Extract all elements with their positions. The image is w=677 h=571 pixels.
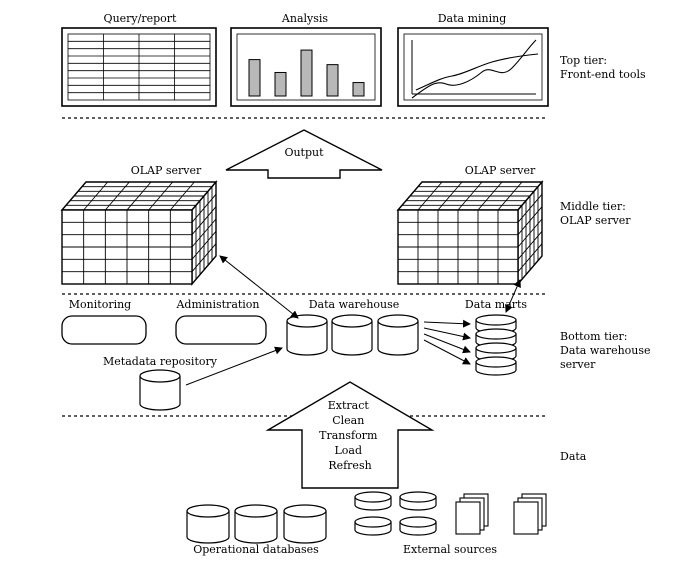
cylinder-top bbox=[331, 314, 373, 328]
top-tier-label: Top tier: Front-end tools bbox=[560, 54, 646, 81]
cylinder-body bbox=[234, 511, 278, 544]
data-warehouse-label: Data warehouse bbox=[309, 298, 400, 311]
operational-database-cylinder bbox=[234, 504, 278, 544]
olap-cube-right bbox=[396, 180, 544, 286]
cylinder-top bbox=[475, 314, 517, 326]
monitoring-box bbox=[61, 315, 147, 345]
metadata-repository-cylinder bbox=[139, 369, 181, 411]
cylinder-top bbox=[234, 504, 278, 518]
data-mining-curve-2 bbox=[415, 53, 539, 91]
metadata-cylinder bbox=[139, 369, 181, 411]
cylinder-top bbox=[475, 328, 517, 340]
operational-databases-cylinders bbox=[186, 504, 327, 544]
external-document-stack-2 bbox=[513, 493, 547, 535]
cylinder-body bbox=[139, 376, 181, 411]
analysis-label: Analysis bbox=[281, 12, 328, 25]
cylinder-top bbox=[139, 369, 181, 383]
data-marts-cylinders bbox=[475, 314, 517, 376]
external-source-cylinder bbox=[399, 491, 437, 511]
external-source-cylinder bbox=[354, 516, 392, 536]
warehouse-mart-arrow-3 bbox=[423, 333, 471, 354]
cylinder-top bbox=[377, 314, 419, 328]
query-report-table-grid bbox=[68, 34, 210, 100]
mart-olap-arrow bbox=[505, 279, 521, 313]
administration-box bbox=[175, 315, 267, 345]
etl-step-transform: Transform bbox=[319, 429, 378, 442]
data-warehouse-cylinder bbox=[286, 314, 328, 356]
analysis-bar-chart bbox=[248, 49, 365, 97]
data-warehouse-cylinders bbox=[286, 314, 419, 356]
bottom-tier-label: Bottom tier: Data warehouse server bbox=[560, 330, 654, 371]
cylinder-top bbox=[475, 342, 517, 354]
data-marts-label: Data marts bbox=[465, 298, 528, 311]
cylinder-top bbox=[283, 504, 327, 518]
cylinder-top bbox=[399, 516, 437, 528]
data-mining-label: Data mining bbox=[438, 12, 507, 25]
data-warehouse-cylinder bbox=[331, 314, 373, 356]
etl-step-extract: Extract bbox=[328, 399, 370, 412]
analysis-panel bbox=[230, 27, 382, 107]
data-tier-label: Data bbox=[560, 450, 587, 463]
middle-tier-label: Middle tier: OLAP server bbox=[560, 200, 631, 227]
data-mining-curve bbox=[411, 39, 537, 99]
external-document-stack-1 bbox=[455, 493, 489, 535]
analysis-bar bbox=[326, 64, 339, 97]
output-label: Output bbox=[284, 146, 324, 159]
monitoring-label: Monitoring bbox=[69, 298, 131, 311]
olap-server-left-label: OLAP server bbox=[131, 164, 202, 177]
external-sources-label: External sources bbox=[403, 543, 497, 556]
external-source-cylinder bbox=[354, 491, 392, 511]
etl-step-refresh: Refresh bbox=[328, 459, 371, 472]
cylinder-body bbox=[286, 321, 328, 356]
cylinder-body bbox=[186, 511, 230, 544]
olap-warehouse-arrow bbox=[219, 255, 299, 319]
cylinder-body bbox=[331, 321, 373, 356]
analysis-bar bbox=[274, 71, 287, 97]
cylinder-top bbox=[475, 356, 517, 368]
cylinder-body bbox=[377, 321, 419, 356]
data-mining-panel bbox=[397, 27, 549, 107]
etl-step-load: Load bbox=[334, 444, 362, 457]
olap-cube-left bbox=[60, 180, 218, 286]
cylinder-top bbox=[354, 516, 392, 528]
etl-steps: Extract Clean Transform Load Refresh bbox=[319, 399, 381, 472]
operational-database-cylinder bbox=[186, 504, 230, 544]
warehouse-mart-arrow-1 bbox=[423, 319, 471, 328]
external-sources-cylinders bbox=[354, 491, 437, 536]
external-source-cylinder bbox=[399, 516, 437, 536]
cylinder-top bbox=[399, 491, 437, 503]
metadata-warehouse-arrow bbox=[185, 346, 283, 386]
administration-label: Administration bbox=[175, 298, 259, 311]
cylinder-body bbox=[283, 511, 327, 544]
operational-databases-label: Operational databases bbox=[193, 543, 319, 556]
data-mart-cylinder bbox=[475, 356, 517, 376]
metadata-repository-label: Metadata repository bbox=[103, 355, 218, 368]
cylinder-top bbox=[286, 314, 328, 328]
etl-arrow: Extract Clean Transform Load Refresh bbox=[265, 381, 435, 489]
query-report-panel bbox=[61, 27, 217, 107]
warehouse-mart-arrow-4 bbox=[423, 339, 471, 365]
olap-server-right-label: OLAP server bbox=[465, 164, 536, 177]
etl-step-clean: Clean bbox=[332, 414, 364, 427]
cylinder-top bbox=[186, 504, 230, 518]
analysis-bar bbox=[300, 49, 313, 97]
output-arrow: Output bbox=[225, 129, 383, 179]
cylinder-top bbox=[354, 491, 392, 503]
warehouse-mart-arrow-2 bbox=[423, 327, 471, 341]
analysis-bar bbox=[352, 82, 365, 97]
operational-database-cylinder bbox=[283, 504, 327, 544]
analysis-bar bbox=[248, 59, 261, 97]
data-warehouse-cylinder bbox=[377, 314, 419, 356]
query-report-label: Query/report bbox=[104, 12, 177, 25]
